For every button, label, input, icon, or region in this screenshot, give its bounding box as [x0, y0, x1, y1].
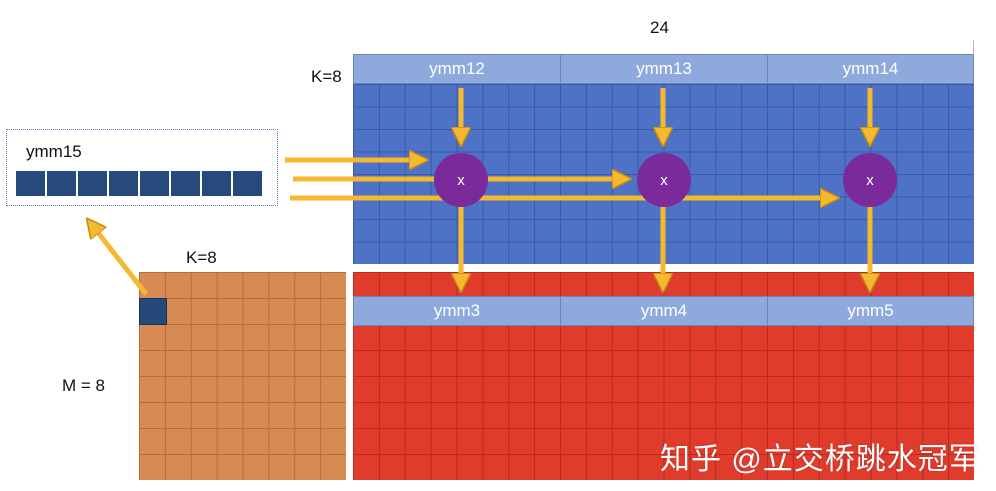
k-dimension-label-a: K=8: [186, 248, 217, 267]
register-ymm12: ymm12: [353, 54, 561, 84]
ymm15-lane: [46, 170, 77, 197]
matrix-a: [139, 272, 346, 480]
selected-a-element: [139, 298, 167, 325]
n-dimension-label: 24: [650, 18, 669, 37]
ymm15-lane: [170, 170, 201, 197]
multiply-node-2: x: [637, 153, 691, 207]
ymm15-lane: [77, 170, 108, 197]
ymm15-lane: [108, 170, 139, 197]
multiply-node-1: x: [434, 153, 488, 207]
ymm15-label: ymm15: [26, 142, 82, 161]
multiply-node-3: x: [843, 153, 897, 207]
ymm15-lane: [232, 170, 263, 197]
ymm15-lane: [201, 170, 232, 197]
register-ymm13: ymm13: [560, 54, 768, 84]
k-dimension-label-b: K=8: [311, 67, 342, 86]
register-ymm3: ymm3: [353, 296, 561, 326]
register-ymm14: ymm14: [767, 54, 974, 84]
arrow-a-to-ymm15: [92, 225, 148, 296]
register-ymm4: ymm4: [560, 296, 768, 326]
register-ymm5: ymm5: [767, 296, 974, 326]
ymm15-lane: [139, 170, 170, 197]
ymm15-register: [15, 170, 263, 197]
m-dimension-label: M = 8: [62, 376, 105, 395]
ymm15-lane: [15, 170, 46, 197]
watermark: 知乎 @立交桥跳水冠军: [660, 443, 980, 476]
